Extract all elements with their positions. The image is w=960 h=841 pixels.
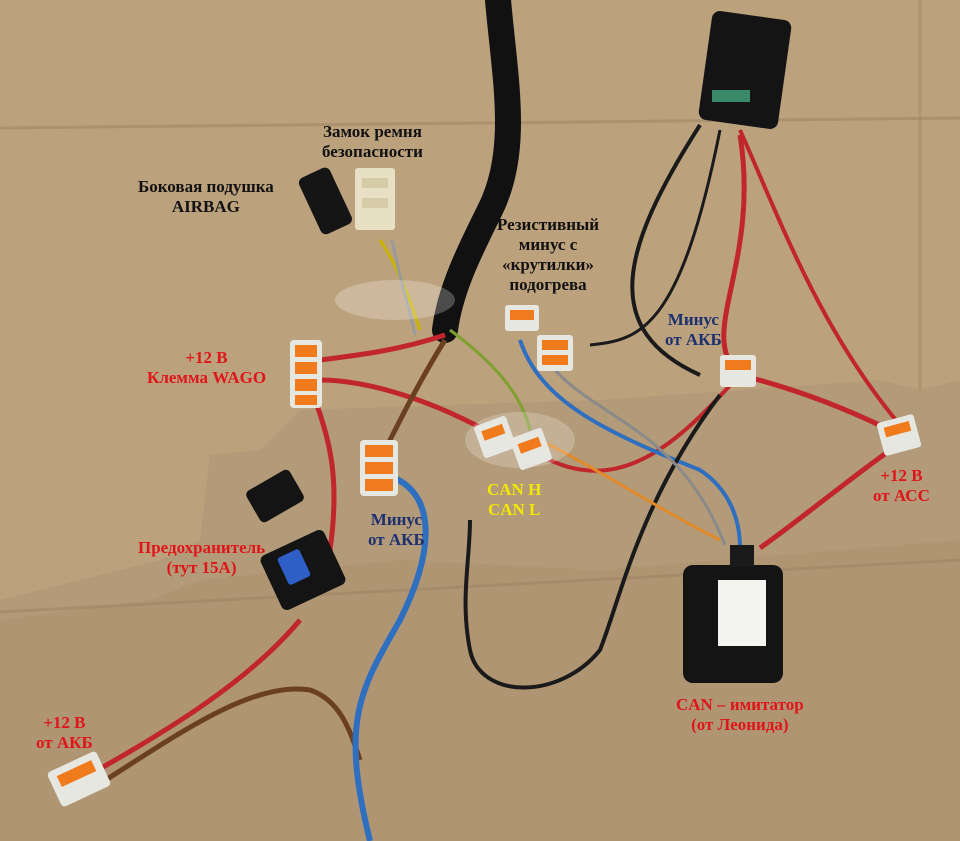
wago-connector-icon [474, 416, 516, 458]
airbag-connector-icon [298, 167, 352, 235]
red-wire [738, 129, 902, 427]
red-wire [721, 134, 747, 372]
orange-wire [539, 438, 721, 542]
seatbelt-connector-icon [355, 168, 395, 230]
can-label: CAN H CAN L [487, 480, 542, 519]
wago-connector-icon [360, 440, 398, 496]
wago-plus-label: +12 В Клемма WAGO [147, 348, 267, 387]
wago-connector-icon [505, 305, 539, 331]
cardboard-light-panel [0, 0, 960, 600]
plastic-wrap [335, 280, 455, 320]
brown-wire [88, 686, 363, 793]
wago-connector-icon [537, 335, 573, 371]
wago-connector-icon [720, 355, 756, 387]
wago-connector-icon [876, 414, 922, 456]
red-wire [78, 618, 302, 783]
red-wire [319, 377, 487, 433]
main-harness [432, 0, 521, 343]
airbag-label: Боковая подушка AIRBAG [138, 177, 274, 216]
can-imitator-label: CAN – имитатор (от Леонида) [676, 695, 804, 734]
fuse-label: Предохранитель (тут 15А) [138, 538, 266, 577]
wago-connector-icon [47, 751, 111, 807]
cardboard-crease [0, 116, 960, 130]
switch-block-icon [698, 11, 792, 129]
cardboard-crease [0, 558, 960, 614]
plus-akb-label: +12 В от АКБ [36, 713, 93, 752]
red-wire [312, 399, 337, 551]
plus-acc-label: +12 В от АСС [873, 466, 930, 505]
blue-wire [518, 339, 742, 549]
wago-connector-icon [290, 340, 322, 408]
black-wire [463, 393, 722, 690]
grey-wire [390, 239, 417, 336]
black-wire [630, 123, 702, 377]
can-module-icon [683, 545, 783, 683]
fuse-holder-icon [246, 469, 346, 611]
minus-akb-mid-label: Минус от АКБ [368, 510, 425, 549]
minus-akb-top-label: Минус от АКБ [665, 310, 722, 349]
black-wire [589, 129, 722, 347]
wago-connector-icon [510, 428, 552, 470]
blue-wire [352, 475, 429, 841]
resistive-minus-label: Резистивный минус с «крутилки» подогрева [497, 215, 600, 294]
yellow-green-wire [449, 328, 532, 431]
grey-wire [553, 368, 727, 546]
seatbelt-label: Замок ремня безопасности [322, 122, 423, 161]
red-wire [319, 332, 446, 363]
